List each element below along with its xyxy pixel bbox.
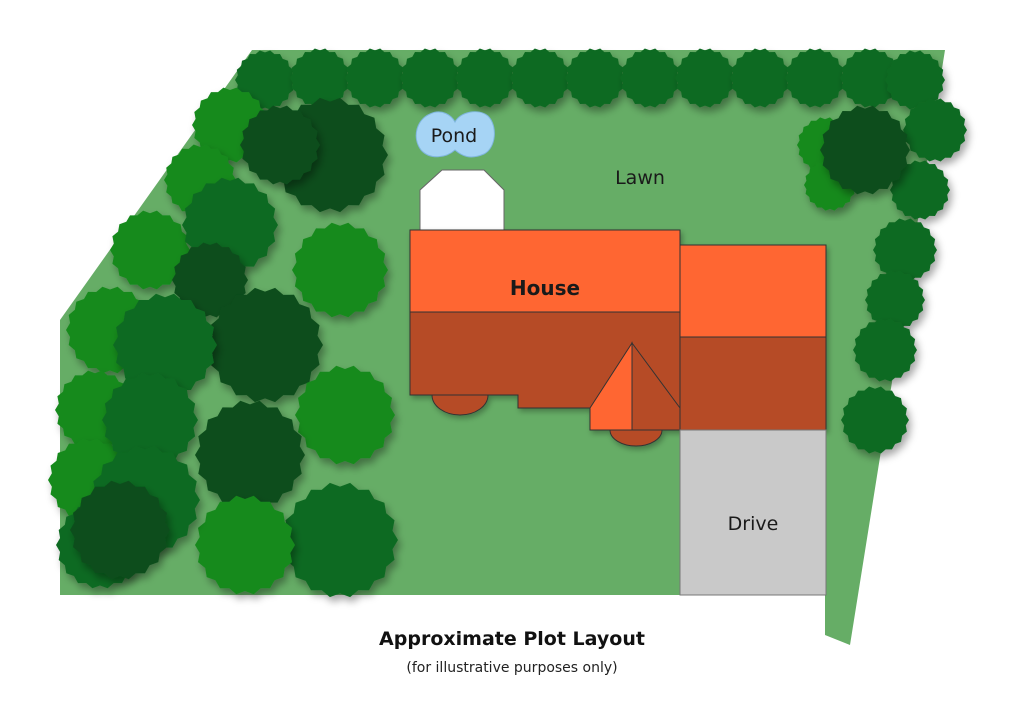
tree-canopy — [785, 48, 845, 108]
tree-canopy — [240, 105, 320, 185]
tree-canopy — [290, 48, 350, 108]
tree-canopy — [295, 365, 395, 465]
tree-canopy — [455, 48, 515, 108]
tree-canopy — [675, 48, 735, 108]
driveway — [679, 429, 827, 596]
tree-canopy — [620, 48, 680, 108]
outbuilding — [419, 169, 505, 231]
tree-canopy — [172, 242, 248, 318]
tree-canopy — [292, 222, 388, 318]
tree-canopy — [102, 372, 198, 468]
tree-canopy — [110, 210, 190, 290]
house-label: House — [510, 276, 580, 300]
house-roof-right-lower — [679, 336, 827, 431]
tree-canopy — [840, 48, 900, 108]
tree-canopy — [885, 50, 945, 110]
tree-canopy — [195, 495, 295, 595]
caption-subtitle: (for illustrative purposes only) — [406, 660, 618, 676]
tree-canopy — [873, 218, 937, 282]
caption-title: Approximate Plot Layout — [379, 628, 645, 650]
tree-canopy — [865, 270, 925, 330]
lawn-label: Lawn — [615, 167, 665, 189]
tree-canopy — [113, 293, 217, 397]
tree-canopy — [853, 318, 917, 382]
tree-canopy — [565, 48, 625, 108]
tree-canopy — [841, 386, 909, 454]
house-roof-left-upper — [409, 229, 681, 313]
pond-label: Pond — [431, 125, 478, 147]
tree-canopy — [890, 160, 950, 220]
tree-canopy — [282, 482, 398, 598]
tree-canopy — [820, 105, 910, 195]
pond — [415, 111, 495, 158]
tree-canopy — [730, 48, 790, 108]
tree-canopy — [207, 287, 323, 403]
house-roof-right-upper — [679, 244, 827, 338]
house — [409, 229, 827, 447]
tree-canopy — [400, 48, 460, 108]
bay-window-left — [431, 394, 489, 416]
tree-canopy — [510, 48, 570, 108]
tree-canopy-group — [48, 48, 967, 598]
drive-label: Drive — [728, 513, 779, 535]
tree-canopy — [345, 48, 405, 108]
porch-bay — [609, 429, 663, 447]
tree-canopy — [903, 98, 967, 162]
tree-canopy — [70, 480, 170, 580]
tree-canopy — [195, 400, 305, 510]
